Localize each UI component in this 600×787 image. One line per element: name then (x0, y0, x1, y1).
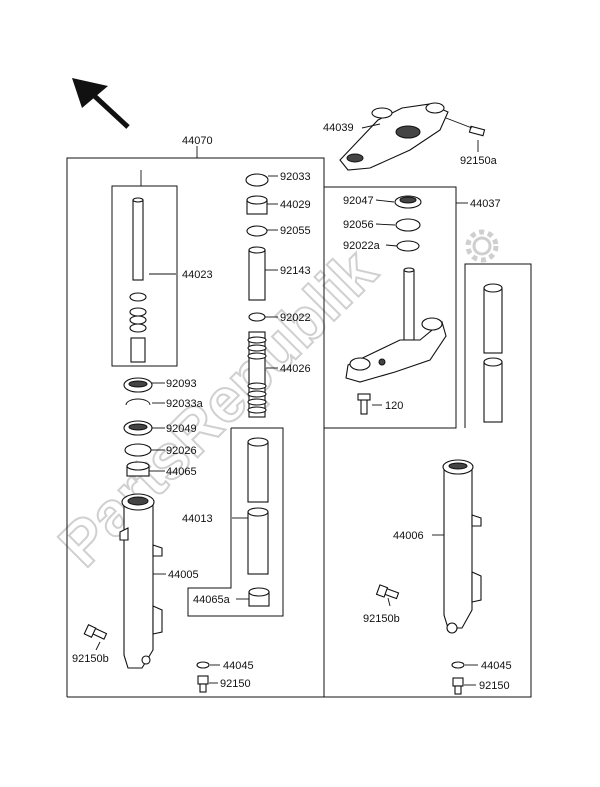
label-44045-left: 44045 (223, 660, 254, 672)
label-92047: 92047 (343, 195, 374, 207)
label-92150a: 92150a (460, 155, 498, 167)
upper-bracket (339, 102, 449, 171)
label-92049: 92049 (166, 423, 197, 435)
label-44023: 44023 (182, 269, 213, 281)
label-44037: 44037 (470, 198, 501, 210)
right-outer-tube (442, 459, 482, 634)
watermark: PartsRepublik (46, 236, 390, 580)
bolt-92150a (445, 117, 486, 137)
upper-tube-frame (111, 185, 178, 367)
label-44029: 44029 (280, 199, 311, 211)
label-44026: 44026 (280, 363, 311, 375)
label-120: 120 (385, 400, 403, 412)
label-92056: 92056 (343, 219, 374, 231)
bolt-92150b-right (375, 584, 400, 600)
washer-44045-left (196, 661, 210, 669)
bolt-92150-right (452, 677, 464, 695)
fork-spring (247, 331, 267, 418)
bolt-120 (357, 393, 371, 415)
label-44045-right: 44045 (481, 660, 512, 672)
label-44039: 44039 (323, 122, 354, 134)
label-92022: 92022 (280, 312, 311, 324)
label-44005: 44005 (168, 569, 199, 581)
label-92150-left: 92150 (220, 678, 251, 690)
label-92150b-left: 92150b (72, 653, 109, 665)
label-44013: 44013 (182, 513, 213, 525)
label-92055: 92055 (280, 225, 311, 237)
steering-stem (345, 267, 447, 383)
label-44065a: 44065a (193, 594, 231, 606)
label-92033a: 92033a (166, 398, 204, 410)
bolt-92150b-left (83, 624, 108, 640)
arrow-up-left-icon (72, 78, 130, 129)
label-44070: 44070 (182, 135, 213, 147)
label-92026: 92026 (166, 445, 197, 457)
label-92033: 92033 (280, 171, 311, 183)
washer-44045-right (451, 661, 465, 669)
left-outer-tube (119, 493, 163, 669)
fork-inner-tube (129, 197, 147, 363)
label-92150b-right: 92150b (363, 613, 400, 625)
gear-icon (465, 229, 499, 263)
label-92093: 92093 (166, 378, 197, 390)
fork-cylinder (247, 437, 269, 575)
main-frame (66, 157, 325, 698)
right-fork-frame (324, 263, 532, 698)
right-inner-tube (483, 283, 503, 423)
label-44006: 44006 (393, 530, 424, 542)
label-92022a: 92022a (343, 240, 381, 252)
stem-frame (324, 186, 457, 429)
lower-cylinder-frame (187, 427, 284, 617)
label-92150-right: 92150 (479, 680, 510, 692)
label-44065: 44065 (166, 466, 197, 478)
bolt-92150-left (197, 675, 209, 693)
label-92143: 92143 (280, 265, 311, 277)
